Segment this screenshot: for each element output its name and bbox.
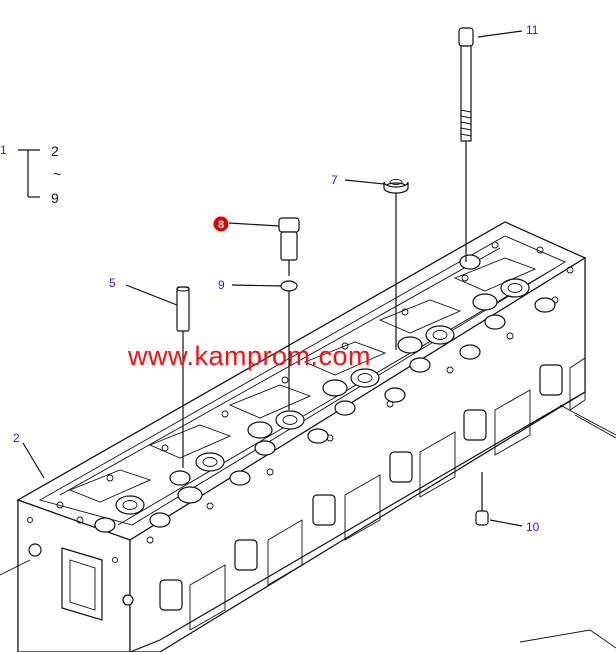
callout-2: 2 bbox=[13, 431, 20, 445]
part-5-dowel-pin bbox=[125, 284, 190, 468]
part-11-head-bolt bbox=[458, 27, 523, 262]
callout-10: 10 bbox=[526, 520, 540, 534]
assembly-bracket: 2 ~ 9 bbox=[18, 143, 61, 206]
callout-5: 5 bbox=[109, 276, 116, 290]
callout-8-highlight bbox=[213, 216, 229, 232]
part-10-plug bbox=[475, 472, 523, 527]
callout-1: 1 bbox=[0, 143, 7, 157]
watermark-text: www.kamprom.com bbox=[128, 341, 372, 371]
part-2-leader bbox=[22, 442, 45, 479]
callout-11: 11 bbox=[526, 23, 539, 37]
callout-7: 7 bbox=[331, 173, 338, 187]
callout-9: 9 bbox=[218, 278, 225, 292]
bracket-from: 2 bbox=[51, 143, 59, 159]
bracket-to: 9 bbox=[51, 190, 59, 206]
callout-8: 8 bbox=[218, 219, 224, 231]
cylinder-head bbox=[0, 221, 616, 652]
bracket-tilde: ~ bbox=[53, 166, 61, 182]
part-9-o-ring bbox=[231, 280, 298, 410]
part-7-seal bbox=[344, 179, 409, 350]
part-8-sleeve bbox=[228, 217, 300, 276]
